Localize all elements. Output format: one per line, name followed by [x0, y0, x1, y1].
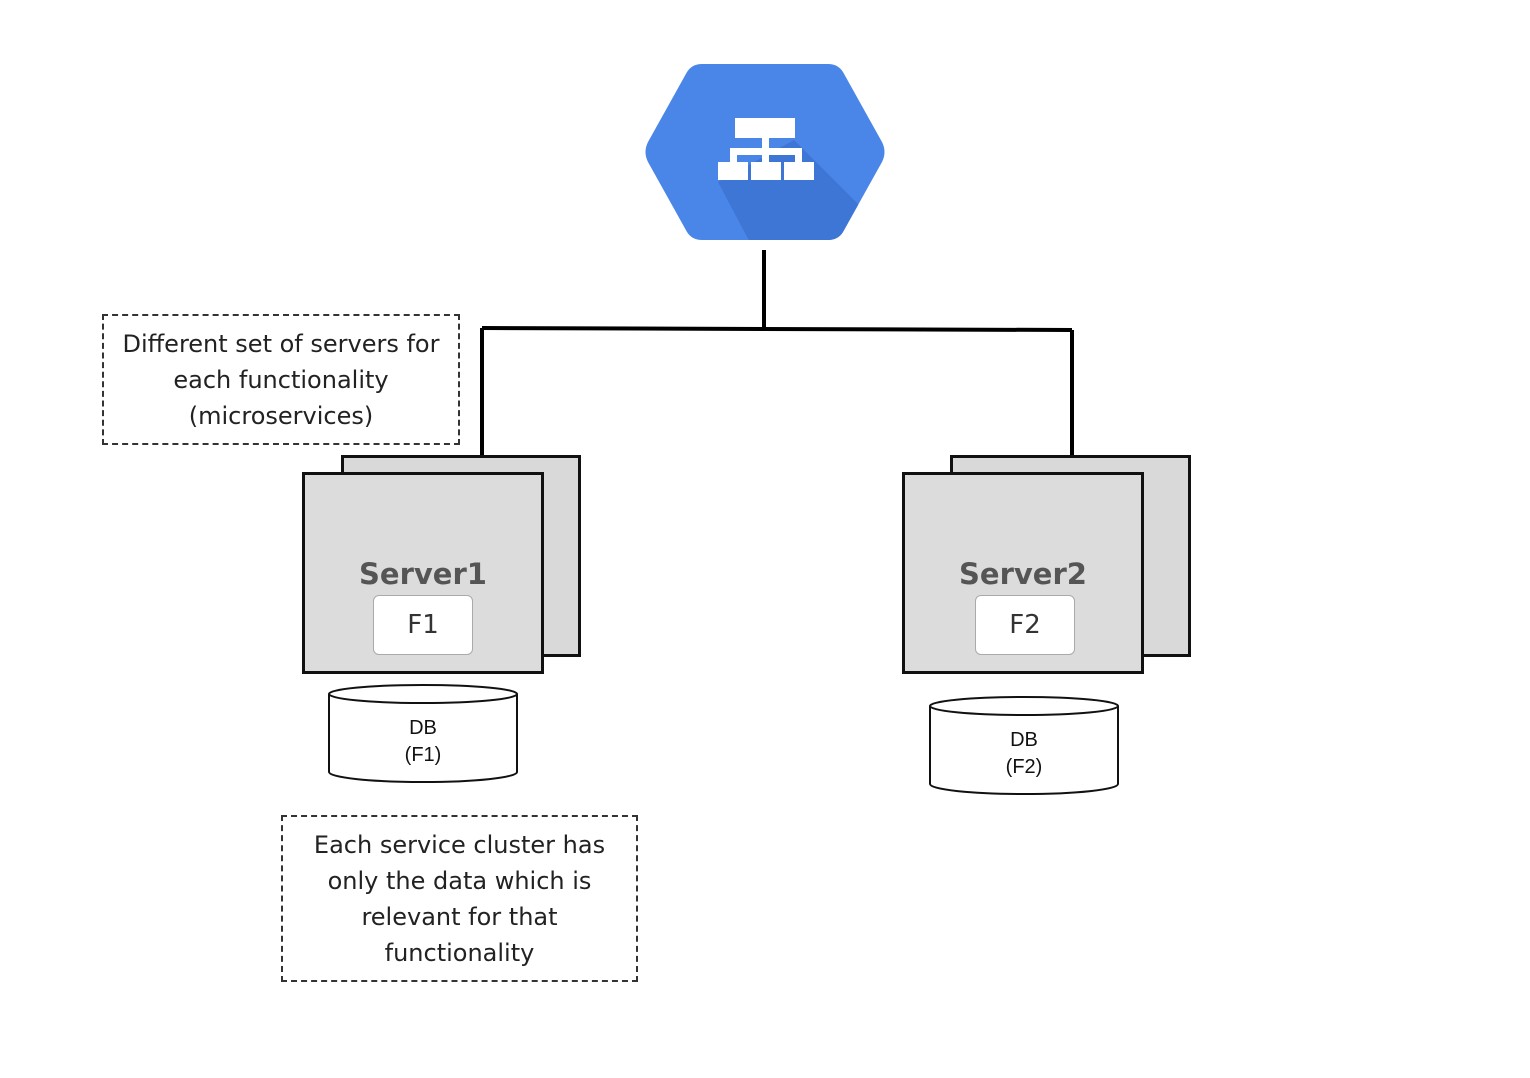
note-data-isolation: Each service cluster has only the data w… — [281, 815, 638, 982]
note-line: Each service cluster has — [313, 830, 606, 859]
note-line: only the data which is — [327, 866, 592, 895]
server1-function-box: F1 — [373, 595, 473, 655]
database-sublabel: (F1) — [404, 744, 442, 766]
database-f1: DB (F1) — [327, 683, 519, 783]
database-label: DB — [1010, 729, 1038, 751]
note-line: Different set of servers for — [122, 329, 440, 358]
connector-branch — [481, 326, 1073, 332]
server2-function-box: F2 — [975, 595, 1075, 655]
server2-box: Server2 F2 — [902, 472, 1144, 674]
note-line: relevant for that — [361, 902, 558, 931]
server1-box: Server1 F1 — [302, 472, 544, 674]
server2-title: Server2 — [959, 557, 1087, 591]
note-line: each functionality — [173, 365, 389, 394]
note-line: functionality — [384, 938, 535, 967]
database-label: DB — [409, 717, 437, 739]
note-line: (microservices) — [188, 401, 374, 430]
note-microservices: Different set of servers for each functi… — [102, 314, 460, 445]
database-icon — [929, 696, 1119, 795]
database-sublabel: (F2) — [1005, 756, 1043, 778]
database-f2: DB (F2) — [928, 695, 1120, 795]
load-balancer-icon — [644, 62, 886, 242]
server1-title: Server1 — [359, 557, 487, 591]
database-icon — [328, 684, 518, 783]
